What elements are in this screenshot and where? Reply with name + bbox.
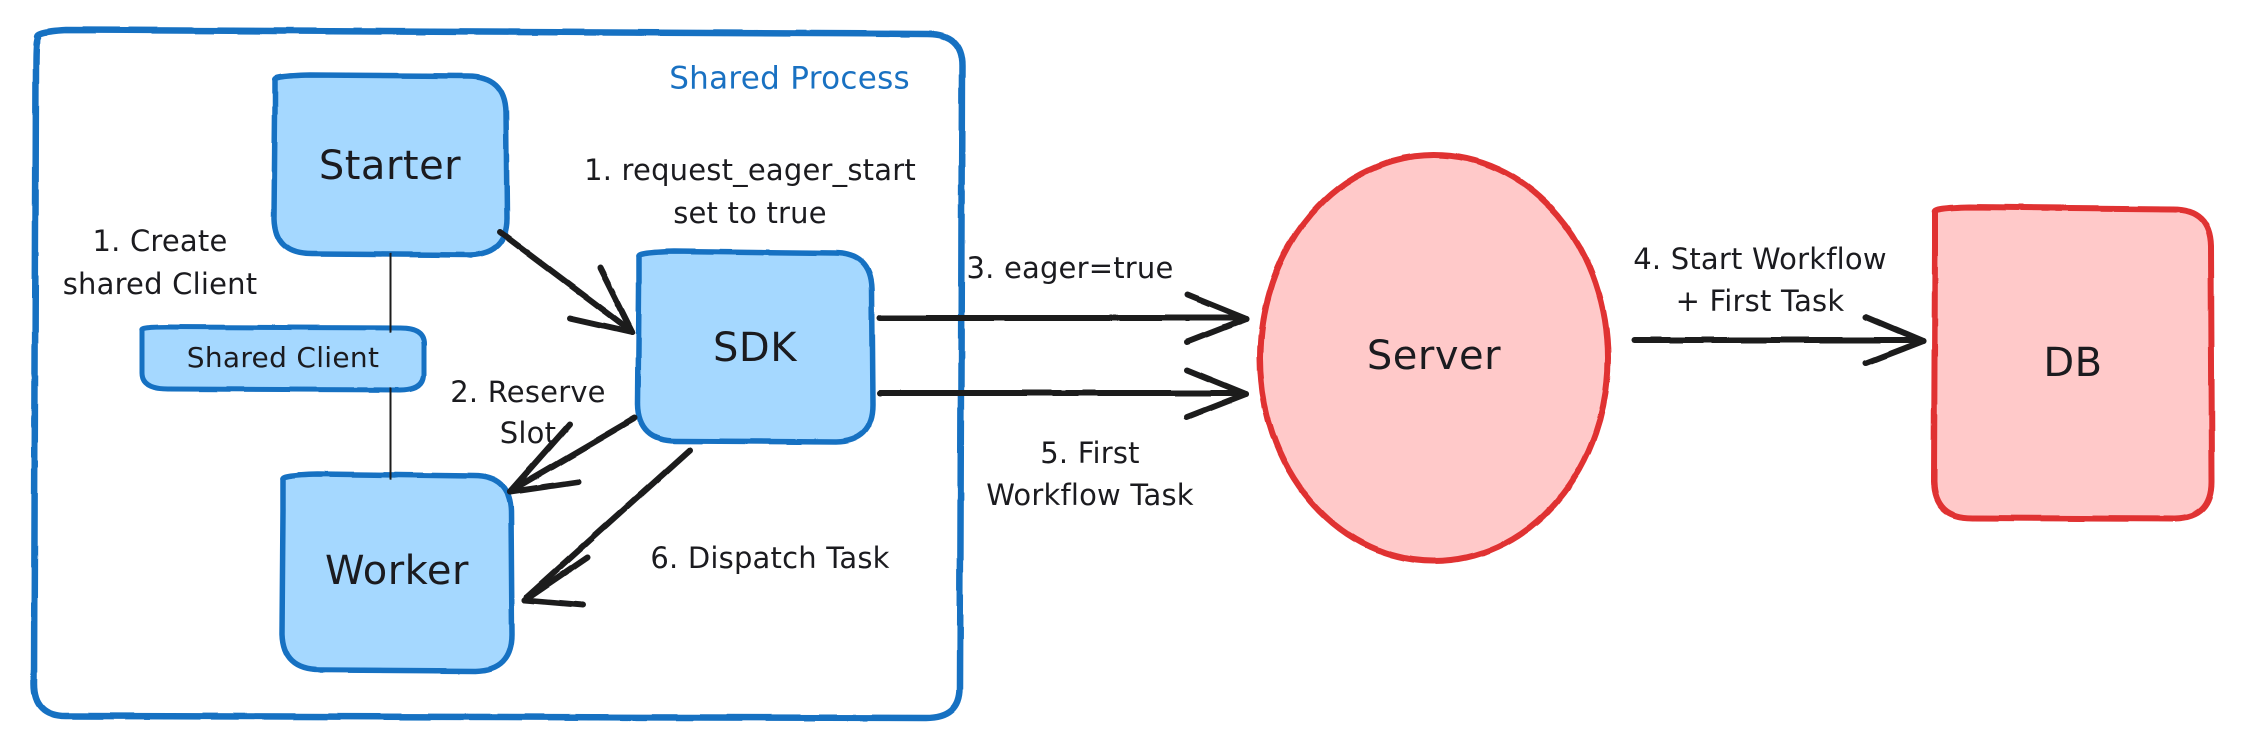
node-worker[interactable]: Worker: [279, 471, 515, 674]
node-starter[interactable]: Starter: [271, 72, 510, 258]
node-starter-label: Starter: [319, 143, 461, 189]
edge-start-workflow: [1631, 314, 1926, 366]
edge-label-create-shared-client-line2: shared Client: [63, 267, 258, 301]
edge-label-first-workflow-task-line2: Workflow Task: [986, 478, 1194, 512]
node-server-label: Server: [1367, 333, 1501, 379]
edge-label-reserve-slot-line1: 2. Reserve: [450, 375, 605, 409]
node-shared-client[interactable]: Shared Client: [139, 324, 427, 393]
edge-dispatch-task: [522, 447, 693, 608]
edge-label-first-workflow-task-line1: 5. First: [1040, 436, 1140, 470]
edge-label-dispatch-task: 6. Dispatch Task: [650, 541, 889, 575]
node-shared-client-label: Shared Client: [187, 341, 379, 374]
frame-title: Shared Process: [669, 61, 910, 97]
node-server[interactable]: Server: [1257, 152, 1611, 564]
edge-label-create-shared-client-line1: 1. Create: [92, 224, 227, 258]
edge-label-request-eager-start-line1: 1. request_eager_start: [584, 153, 916, 187]
node-db-label: DB: [2043, 340, 2102, 386]
edge-request-eager-start: [497, 229, 635, 335]
edge-reserve-slot: [507, 415, 638, 495]
edge-shared-client-worker: [387, 387, 394, 480]
node-worker-label: Worker: [325, 548, 469, 594]
node-db[interactable]: DB: [1931, 204, 2215, 522]
edge-label-start-workflow-line2: + First Task: [1676, 284, 1845, 318]
edge-label-request-eager-start-line2: set to true: [673, 196, 827, 230]
node-sdk-label: SDK: [713, 325, 798, 371]
node-sdk[interactable]: SDK: [635, 248, 876, 445]
edge-first-workflow-task: [877, 367, 1249, 420]
edge-eager-true: [877, 292, 1249, 345]
edge-create-shared-client: [387, 253, 394, 333]
edge-label-start-workflow-line1: 4. Start Workflow: [1633, 242, 1887, 276]
shared-process-frame: [30, 26, 966, 722]
edge-label-eager-true: 3. eager=true: [966, 251, 1173, 285]
edge-label-reserve-slot-line2: Slot: [500, 416, 556, 450]
